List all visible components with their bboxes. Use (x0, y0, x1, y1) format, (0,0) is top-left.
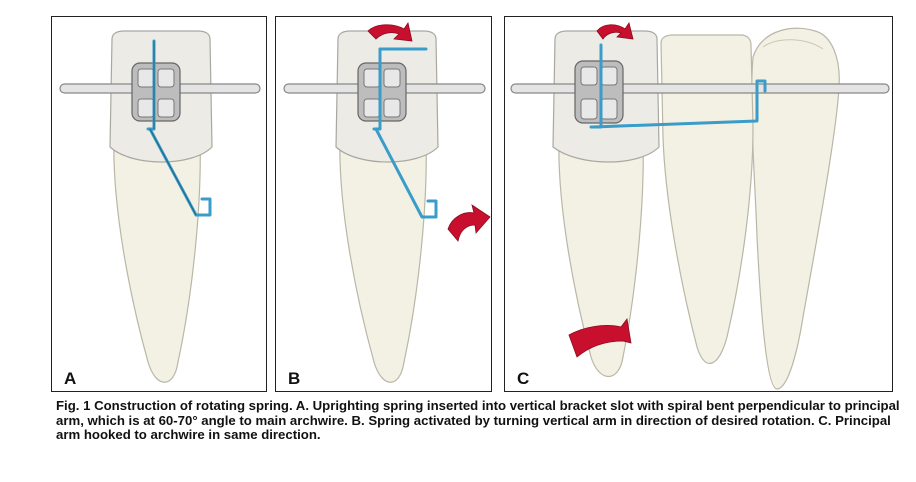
panel-b-illustration (283, 21, 491, 383)
tooth-root (558, 136, 644, 377)
panel-c: C (504, 16, 893, 392)
spring-wire (589, 43, 767, 129)
panel-label-a: A (64, 369, 77, 388)
rotation-arrow-top (367, 21, 413, 42)
bracket (131, 62, 181, 122)
figure-caption: Fig. 1 Construction of rotating spring. … (56, 398, 900, 442)
spring-wire (372, 47, 438, 219)
panel-label-c: C (517, 369, 530, 388)
rotation-arrow-top (596, 22, 634, 40)
panel-a-illustration (59, 30, 261, 383)
archwire (510, 83, 890, 94)
bracket (357, 62, 407, 122)
tooth-lateral-incisor (660, 34, 754, 364)
panel-label-b: B (288, 369, 301, 388)
tooth-root (339, 136, 427, 383)
panel-c-illustration (510, 22, 890, 390)
rotation-band (568, 318, 632, 358)
bracket (574, 60, 624, 124)
activation-arrow (447, 204, 491, 242)
tooth-root (113, 136, 201, 383)
panel-a: A (51, 16, 267, 392)
panel-b: B (275, 16, 492, 392)
tooth-canine (751, 27, 840, 390)
